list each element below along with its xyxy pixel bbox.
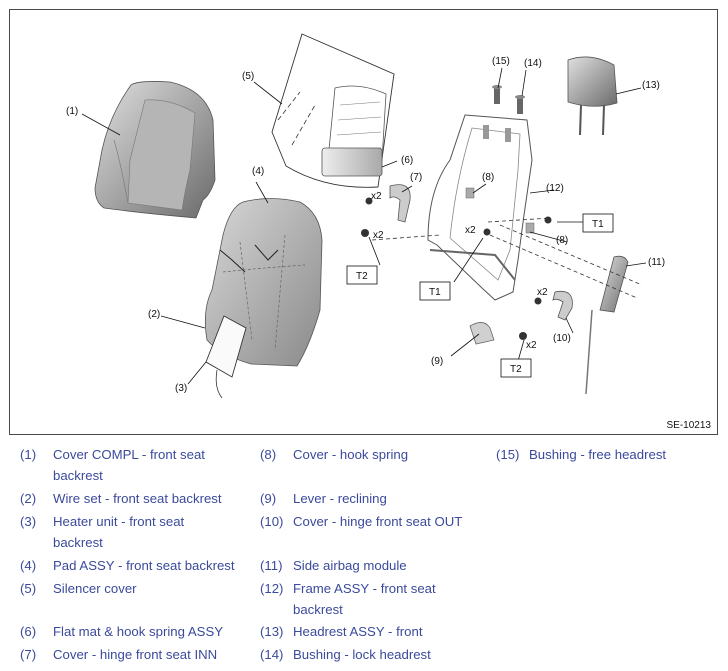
legend-item-4: (4) Pad ASSY - front seat backrest [20,555,255,576]
svg-text:T1: T1 [429,287,441,298]
legend-text: Heater unit - front seat backrest [53,514,185,550]
legend-text: Pad ASSY - front seat backrest [53,558,235,573]
legend-text: Flat mat & hook spring ASSY [53,624,224,639]
flat-mat-spring-part [321,85,387,177]
svg-text:T1: T1 [592,219,604,230]
legend-item-5: (5) Silencer cover [20,578,255,599]
diagram-drawing: (1) (2) (3) (4) (5) (6) (7) (8) (8) (9) … [66,33,665,399]
legend-number: (13) [260,624,284,639]
legend-number: (8) [260,447,277,462]
legend-item-15: (15) Bushing - free headrest [496,444,716,465]
legend-number: (11) [260,558,283,573]
callout-2: (2) [148,309,160,320]
torque-box-t1: T1 [582,213,614,233]
parts-legend: (1) Cover COMPL - front seat backrest (2… [20,444,720,670]
cover-backrest-part [94,81,216,219]
bolts-group [361,197,552,340]
legend-item-3: (3) Heater unit - front seat backrest [20,511,225,553]
exploded-diagram: (1) (2) (3) (4) (5) (6) (7) (8) (8) (9) … [9,9,718,435]
reclining-lever-part [469,322,495,345]
callout-10: (10) [553,333,571,344]
legend-number: (4) [20,558,37,573]
legend-text: Cover - hinge front seat INN [53,647,218,662]
callout-15: (15) [492,56,510,67]
callout-13: (13) [642,80,660,91]
qty-label: x2 [526,340,537,351]
legend-number: (15) [496,447,520,462]
legend-text: Wire set - front seat backrest [53,491,222,506]
legend-text: Frame ASSY - front seat backrest [293,581,436,617]
hook-spring-cover-part-2 [525,222,535,234]
hinge-cover-inn-part [389,184,411,223]
hinge-cover-out-part [552,290,573,321]
legend-text: Bushing - free headrest [529,447,667,462]
legend-number: (1) [20,447,37,462]
headrest-part [567,56,618,136]
legend-text: Side airbag module [293,558,407,573]
callout-11: (11) [648,257,665,268]
svg-text:T2: T2 [510,364,522,375]
heater-unit-part [205,315,247,399]
bushings-part [492,85,525,114]
hook-spring-cover-part [465,187,475,199]
figure-id: SE-10213 [666,420,711,431]
callout-8b: (8) [556,235,568,246]
callout-7: (7) [410,172,422,183]
legend-number: (6) [20,624,37,639]
legend-item-10: (10) Cover - hinge front seat OUT [260,511,490,532]
legend-item-7: (7) Cover - hinge front seat INN [20,644,255,665]
legend-number: (5) [20,581,37,596]
legend-item-11: (11) Side airbag module [260,555,490,576]
qty-label: x2 [537,287,548,298]
qty-label: x2 [371,191,382,202]
legend-item-13: (13) Headrest ASSY - front [260,621,490,642]
legend-number: (2) [20,491,37,506]
qty-label: x2 [373,230,384,241]
legend-number: (3) [20,514,37,529]
legend-text: Headrest ASSY - front [293,624,423,639]
legend-number: (9) [260,491,277,506]
side-airbag-part [585,255,629,395]
callout-6: (6) [401,155,413,166]
legend-text: Cover COMPL - front seat backrest [53,447,205,483]
callout-14: (14) [524,58,542,69]
qty-label: x2 [465,225,476,236]
legend-number: (10) [260,514,284,529]
legend-item-9: (9) Lever - reclining [260,488,490,509]
callout-3: (3) [175,383,187,394]
legend-text: Lever - reclining [293,491,387,506]
legend-text: Cover - hinge front seat OUT [293,514,463,529]
callout-5: (5) [242,71,254,82]
torque-box-t2: T2 [346,265,378,285]
torque-box-t1: T1 [419,281,451,301]
assembly-lines [371,217,643,299]
legend-text: Bushing - lock headrest [293,647,431,662]
legend-item-2: (2) Wire set - front seat backrest [20,488,255,509]
torque-box-t2: T2 [500,358,532,378]
callout-8a: (8) [482,172,494,183]
leader-lines [81,67,647,385]
legend-number: (14) [260,647,284,662]
callout-9: (9) [431,356,443,367]
legend-item-8: (8) Cover - hook spring [260,444,490,465]
svg-text:T2: T2 [356,271,368,282]
legend-number: (7) [20,647,37,662]
callout-12: (12) [546,183,564,194]
callout-1: (1) [66,106,78,117]
legend-item-12: (12) Frame ASSY - front seat backrest [260,578,460,620]
legend-item-1: (1) Cover COMPL - front seat backrest [20,444,225,486]
callout-4: (4) [252,166,264,177]
frame-backrest-part [427,114,533,301]
legend-text: Silencer cover [53,581,137,596]
legend-text: Cover - hook spring [293,447,409,462]
legend-item-14: (14) Bushing - lock headrest [260,644,490,665]
legend-item-6: (6) Flat mat & hook spring ASSY [20,621,255,642]
legend-number: (12) [260,581,284,596]
